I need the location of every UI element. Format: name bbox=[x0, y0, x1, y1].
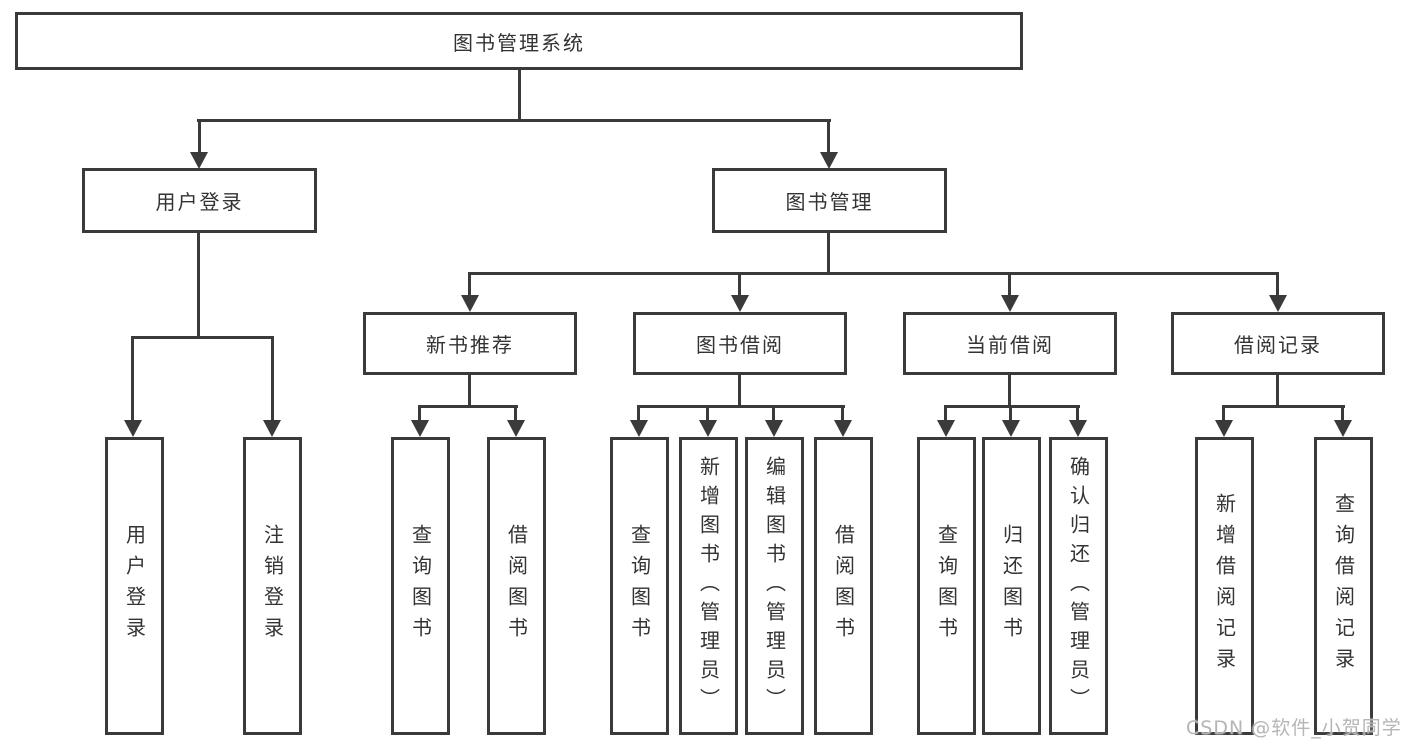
arrow-down-icon bbox=[731, 295, 749, 312]
arrow-down-icon bbox=[190, 152, 208, 169]
node-label: 新书推荐 bbox=[426, 333, 514, 357]
leaf-query-borrow-record: 查询借阅记录 bbox=[1314, 437, 1373, 735]
connector-arrow-shaft bbox=[468, 272, 471, 298]
connector-arrow-shaft bbox=[706, 405, 709, 422]
node-label: 用户登录 bbox=[122, 524, 147, 648]
connector-mgmt-bar bbox=[468, 272, 1279, 275]
connector-root-bar bbox=[197, 119, 831, 122]
arrow-down-icon bbox=[699, 420, 717, 437]
node-label: 新增借阅记录 bbox=[1212, 493, 1237, 679]
connector-login-bar bbox=[131, 336, 274, 339]
leaf-user-login: 用户登录 bbox=[105, 437, 164, 735]
connector-arrow-shaft bbox=[514, 405, 517, 422]
arrow-down-icon bbox=[765, 420, 783, 437]
connector-borrow-bar bbox=[637, 405, 845, 408]
node-current-borrow: 当前借阅 bbox=[903, 312, 1117, 375]
connector-current-stem bbox=[1008, 375, 1011, 408]
node-user-login: 用户登录 bbox=[82, 168, 317, 233]
connector-arrow-shaft bbox=[772, 405, 775, 422]
connector-mgmt-stem bbox=[827, 233, 830, 275]
leaf-query-books: 查询图书 bbox=[917, 437, 976, 735]
arrow-down-icon bbox=[1069, 420, 1087, 437]
leaf-query-books: 查询图书 bbox=[610, 437, 669, 735]
csdn-watermark: CSDN @软件_小贺同学 bbox=[1186, 717, 1402, 739]
arrow-down-icon bbox=[820, 152, 838, 169]
node-label: 查询借阅记录 bbox=[1331, 493, 1356, 679]
node-label: 确认归还（管理员） bbox=[1066, 455, 1091, 717]
arrow-down-icon bbox=[461, 295, 479, 312]
connector-arrow-shaft bbox=[271, 336, 274, 424]
connector-arrow-shaft bbox=[637, 405, 640, 422]
node-label: 当前借阅 bbox=[966, 333, 1054, 357]
leaf-add-borrow-record: 新增借阅记录 bbox=[1195, 437, 1254, 735]
node-label: 借阅图书 bbox=[504, 524, 529, 648]
node-label: 注销登录 bbox=[260, 524, 285, 648]
connector-arrow-shaft bbox=[1276, 272, 1279, 298]
arrow-down-icon bbox=[937, 420, 955, 437]
node-borrow-records: 借阅记录 bbox=[1171, 312, 1385, 375]
node-label: 查询图书 bbox=[934, 524, 959, 648]
connector-arrow-shaft bbox=[1076, 405, 1079, 422]
node-label: 查询图书 bbox=[408, 524, 433, 648]
connector-records-stem bbox=[1276, 375, 1279, 408]
node-label: 借阅记录 bbox=[1234, 333, 1322, 357]
node-label: 图书管理 bbox=[785, 190, 874, 214]
arrow-down-icon bbox=[630, 420, 648, 437]
connector-arrow-shaft bbox=[738, 272, 741, 298]
node-label: 编辑图书（管理员） bbox=[762, 455, 787, 717]
connector-arrow-shaft bbox=[198, 119, 201, 154]
node-label: 用户登录 bbox=[155, 190, 244, 214]
arrow-down-icon bbox=[1001, 295, 1019, 312]
arrow-down-icon bbox=[263, 420, 281, 437]
arrow-down-icon bbox=[1334, 420, 1352, 437]
arrow-down-icon bbox=[124, 420, 142, 437]
arrow-down-icon bbox=[411, 420, 429, 437]
connector-recommend-stem bbox=[468, 375, 471, 408]
leaf-confirm-return-admin: 确认归还（管理员） bbox=[1049, 437, 1108, 735]
connector-arrow-shaft bbox=[1222, 405, 1225, 422]
node-label: 查询图书 bbox=[627, 524, 652, 648]
connector-arrow-shaft bbox=[944, 405, 947, 422]
node-book-management: 图书管理 bbox=[712, 168, 947, 233]
leaf-return-book: 归还图书 bbox=[982, 437, 1041, 735]
connector-arrow-shaft bbox=[1341, 405, 1344, 422]
node-book-borrow: 图书借阅 bbox=[633, 312, 847, 375]
connector-arrow-shaft bbox=[827, 119, 830, 154]
node-library-system: 图书管理系统 bbox=[15, 12, 1023, 70]
node-new-book-recommend: 新书推荐 bbox=[363, 312, 577, 375]
node-label: 图书借阅 bbox=[696, 333, 784, 357]
arrow-down-icon bbox=[1215, 420, 1233, 437]
connector-arrow-shaft bbox=[1009, 405, 1012, 422]
node-label: 新增图书（管理员） bbox=[696, 455, 721, 717]
connector-borrow-stem bbox=[738, 375, 741, 408]
node-label: 图书管理系统 bbox=[453, 30, 585, 55]
leaf-edit-book-admin: 编辑图书（管理员） bbox=[745, 437, 804, 735]
arrow-down-icon bbox=[1269, 295, 1287, 312]
arrow-down-icon bbox=[834, 420, 852, 437]
connector-arrow-shaft bbox=[131, 336, 134, 424]
node-label: 归还图书 bbox=[999, 524, 1024, 648]
arrow-down-icon bbox=[507, 420, 525, 437]
connector-login-stem bbox=[197, 233, 200, 339]
connector-current-bar bbox=[944, 405, 1080, 408]
connector-records-bar bbox=[1222, 405, 1345, 408]
connector-arrow-shaft bbox=[418, 405, 421, 422]
leaf-query-books: 查询图书 bbox=[391, 437, 450, 735]
leaf-logout: 注销登录 bbox=[243, 437, 302, 735]
connector-arrow-shaft bbox=[841, 405, 844, 422]
leaf-borrow-books: 借阅图书 bbox=[487, 437, 546, 735]
node-label: 借阅图书 bbox=[831, 524, 856, 648]
connector-arrow-shaft bbox=[1008, 272, 1011, 298]
leaf-borrow-books: 借阅图书 bbox=[814, 437, 873, 735]
leaf-add-book-admin: 新增图书（管理员） bbox=[679, 437, 738, 735]
arrow-down-icon bbox=[1002, 420, 1020, 437]
connector-recommend-bar bbox=[418, 405, 518, 408]
connector-root-stem bbox=[518, 70, 521, 122]
